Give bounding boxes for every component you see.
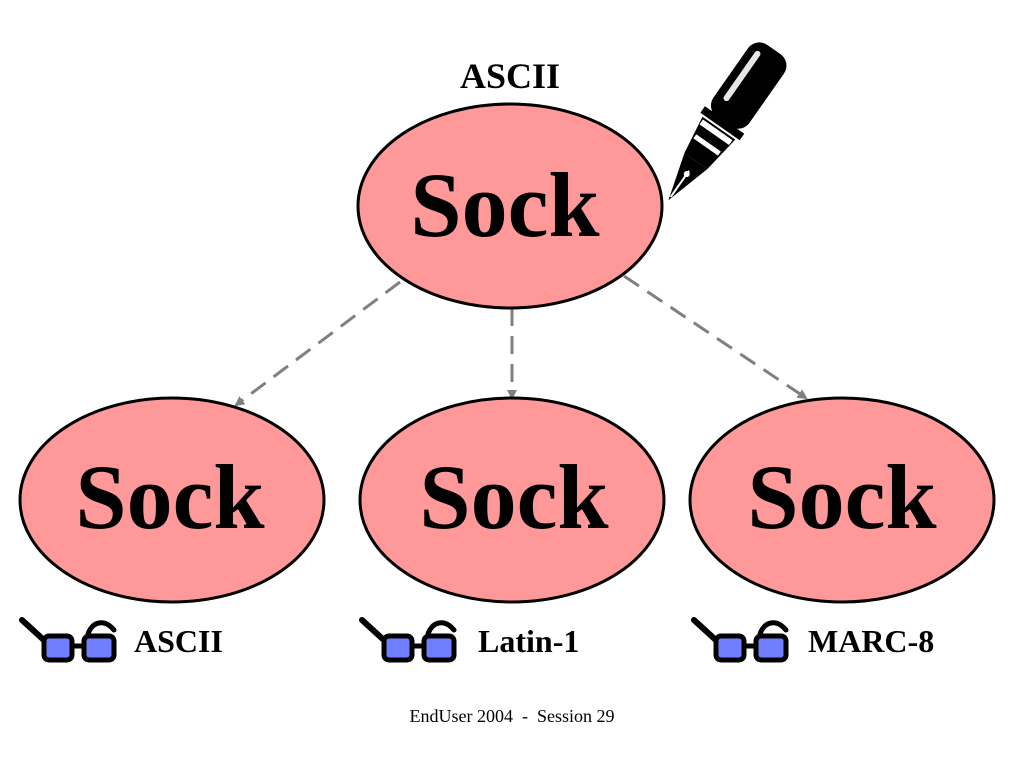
child-encoding-label-latin1: Latin-1 xyxy=(478,623,579,659)
footer: EndUser 2004 - Session 29 xyxy=(0,706,1024,727)
footer-separator: - xyxy=(521,706,528,726)
footer-session: Session 29 xyxy=(536,706,615,726)
top-node-word: Sock xyxy=(410,154,600,256)
footer-event: EndUser 2004 xyxy=(409,706,513,726)
top-encoding-label: ASCII xyxy=(460,56,560,96)
child-word-ascii: Sock xyxy=(75,446,265,548)
arrow-to-ascii xyxy=(234,280,401,407)
child-word-marc8: Sock xyxy=(747,446,937,548)
glasses-icon xyxy=(362,620,454,660)
child-node-ascii xyxy=(18,396,326,604)
fountain-pen-icon xyxy=(668,42,787,201)
glasses-icon xyxy=(694,620,786,660)
child-encoding-label-ascii: ASCII xyxy=(134,623,223,659)
top-node xyxy=(356,102,664,310)
child-word-latin1: Sock xyxy=(419,446,609,548)
child-encoding-label-marc8: MARC-8 xyxy=(808,623,934,659)
arrow-to-marc8 xyxy=(623,274,808,400)
glasses-icon xyxy=(22,620,114,660)
child-node-latin1 xyxy=(358,396,666,604)
child-node-marc8 xyxy=(688,396,996,604)
